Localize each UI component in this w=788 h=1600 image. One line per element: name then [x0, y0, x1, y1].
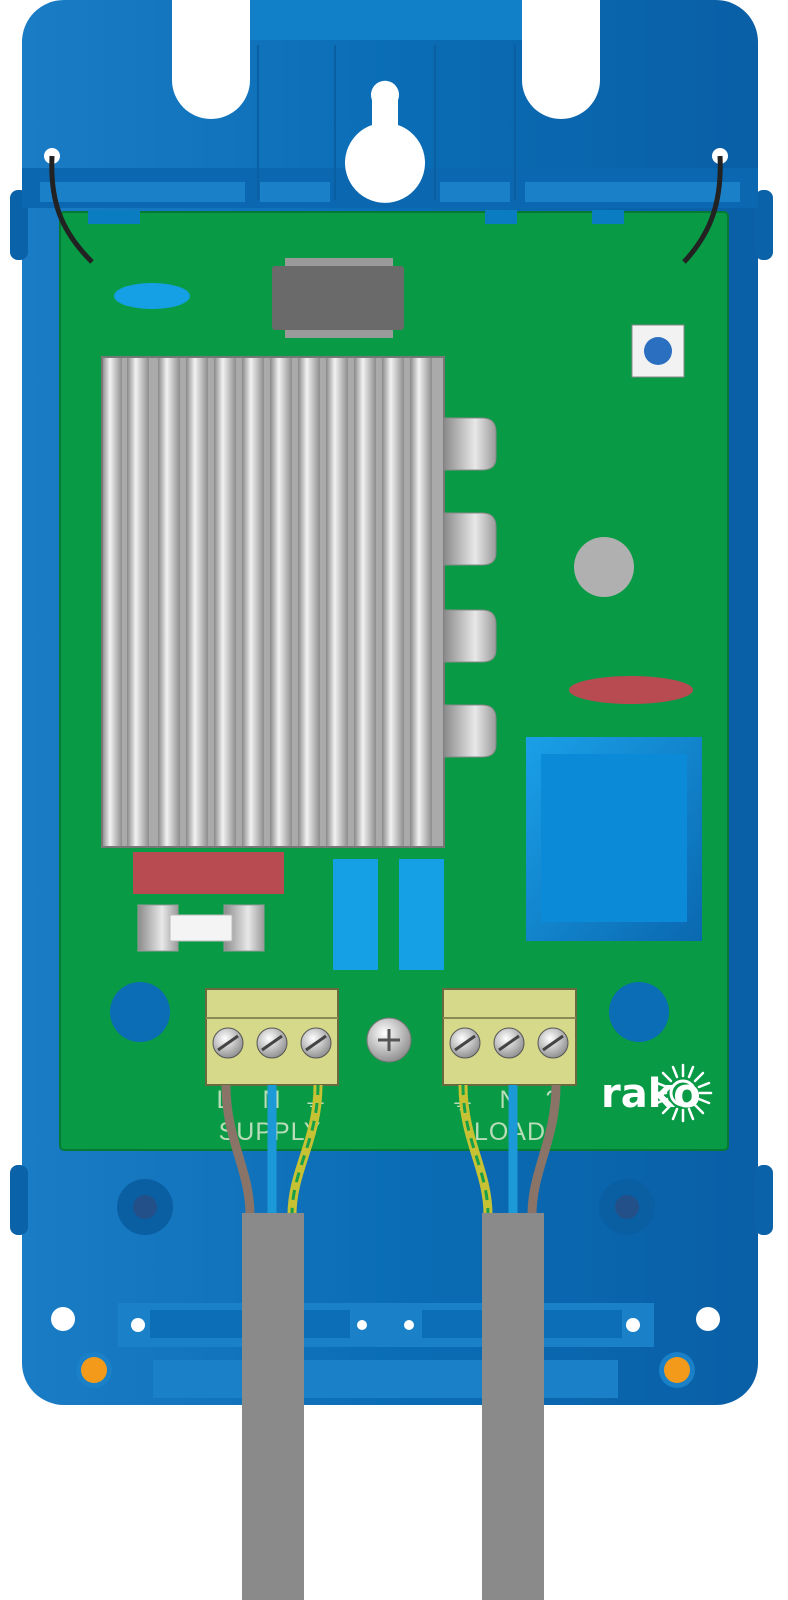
fuse-holder [137, 904, 265, 952]
supply-wires [221, 1084, 323, 1600]
antenna-wire [49, 155, 94, 264]
terminal-screw[interactable] [449, 1027, 481, 1059]
fixing-hole [696, 1307, 720, 1331]
heatsink [101, 356, 445, 848]
load-wires [458, 1084, 561, 1600]
transformer [526, 737, 702, 941]
load-terminal-block [442, 988, 577, 1086]
round-component [574, 537, 634, 597]
load-cable [482, 1213, 544, 1600]
keyhole-slot [345, 80, 425, 203]
terminal-screw[interactable] [493, 1027, 525, 1059]
wire-live [221, 1084, 255, 1216]
pcb-board: L N ⏚ SUPPLY ⏚ N ? LOAD rako [44, 148, 729, 1151]
brand-logo-text: rako [601, 1071, 701, 1117]
oval-led [114, 283, 190, 309]
mounting-slot [172, 0, 250, 119]
supply-cable [242, 1213, 304, 1600]
screw-icon [366, 1017, 412, 1063]
terminal-screw[interactable] [537, 1027, 569, 1059]
push-button[interactable] [631, 324, 685, 378]
capacitor [333, 859, 378, 970]
mounting-hole [609, 982, 669, 1042]
side-clip [755, 1165, 773, 1235]
side-clip [755, 190, 773, 260]
orange-indicator-led [81, 1357, 107, 1383]
wire-earth [458, 1084, 493, 1216]
transistor-tabs [443, 417, 497, 758]
resistor-block [133, 852, 284, 894]
ic-chip [272, 258, 404, 338]
orange-indicator-led [664, 1357, 690, 1383]
wire-earth [287, 1084, 323, 1216]
sun-logo-icon [653, 1063, 713, 1123]
capacitor [399, 859, 444, 970]
mounting-slot [522, 0, 600, 119]
side-clip [10, 1165, 28, 1235]
wire-live [527, 1084, 561, 1216]
terminal-screw[interactable] [300, 1027, 332, 1059]
terminal-screw[interactable] [256, 1027, 288, 1059]
supply-terminal-block [205, 988, 339, 1086]
antenna-wire [682, 155, 723, 264]
fixing-hole [51, 1307, 75, 1331]
red-oval-component [569, 676, 693, 704]
terminal-screw[interactable] [212, 1027, 244, 1059]
mounting-hole [110, 982, 170, 1042]
